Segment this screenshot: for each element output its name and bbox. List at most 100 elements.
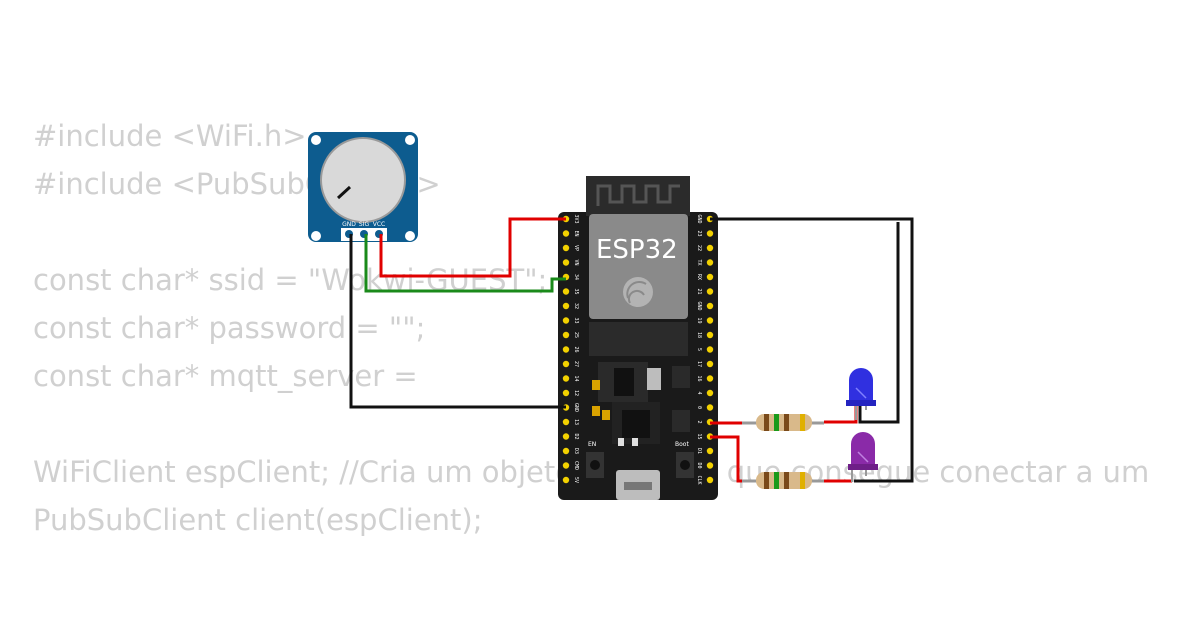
pin-label: 27 — [573, 361, 579, 367]
pin-label: 4 — [696, 391, 702, 394]
pin[interactable] — [706, 346, 714, 353]
pin-label: 21 — [696, 288, 702, 294]
pin[interactable] — [706, 360, 714, 368]
pin[interactable] — [562, 389, 570, 397]
pin-label: 3V3 — [573, 214, 579, 223]
pin[interactable] — [706, 331, 714, 339]
pin-label: 14 — [573, 375, 579, 381]
pot-pin-label: VCC — [373, 221, 385, 228]
pin-label: VP — [573, 245, 579, 251]
pot-pin-label: SIG — [359, 221, 370, 228]
wires — [349, 217, 914, 483]
pin-label: 0 — [696, 406, 702, 409]
pin-label: D1 — [696, 448, 702, 454]
pin-label: GND — [696, 301, 702, 310]
pin[interactable] — [706, 230, 714, 237]
pin-label: 33 — [573, 317, 579, 323]
wire-gnd-pot — [349, 234, 566, 409]
pin-label: RX — [696, 274, 702, 280]
pin[interactable] — [706, 302, 714, 310]
code-line: PubSubClient client(espClient); — [33, 503, 483, 537]
pin[interactable] — [706, 476, 714, 484]
pin[interactable] — [562, 346, 570, 353]
wire-vcc — [379, 217, 566, 278]
pin[interactable] — [562, 244, 570, 252]
pin[interactable] — [706, 288, 714, 295]
pin[interactable] — [706, 447, 714, 455]
code-line: const char* password = ""; — [33, 311, 426, 345]
pin-label: D0 — [696, 462, 702, 468]
pin-label: 34 — [573, 274, 579, 280]
pin-label: D3 — [573, 448, 579, 454]
pin[interactable] — [562, 447, 570, 455]
pin[interactable] — [562, 288, 570, 295]
pin[interactable] — [706, 259, 714, 266]
pin-label: 22 — [696, 245, 702, 251]
code-line: const char* mqtt_server = — [33, 359, 427, 393]
pin-label: 25 — [573, 332, 579, 338]
resistor-1[interactable] — [742, 414, 824, 431]
pin-label: 15 — [696, 433, 702, 439]
pin-label: 13 — [573, 419, 579, 425]
pin-label: 26 — [573, 346, 579, 352]
wire-sig — [364, 234, 566, 293]
pin-label: CLK — [696, 475, 702, 484]
pin-label: 5V — [573, 477, 579, 483]
wire-gnd-right — [710, 217, 914, 483]
pin[interactable] — [562, 418, 570, 426]
pin-label: GND — [573, 403, 579, 412]
espressif-logo-icon — [623, 277, 653, 307]
pot-pin-label: GND — [342, 221, 356, 228]
pin[interactable] — [562, 360, 570, 368]
wire-gnd-led1 — [858, 222, 900, 424]
pin[interactable] — [562, 476, 570, 484]
pin[interactable] — [706, 317, 714, 324]
pin[interactable] — [562, 317, 570, 324]
led-purple[interactable] — [848, 432, 878, 482]
esp32-label: ESP32 — [596, 235, 678, 265]
pin[interactable] — [562, 331, 570, 339]
pin-label: 2 — [696, 420, 702, 423]
pin-label: GND — [696, 214, 702, 223]
pin-label: CMD — [573, 461, 579, 470]
pin[interactable] — [562, 375, 570, 382]
pin-label: 19 — [696, 317, 702, 323]
pin[interactable] — [706, 273, 714, 281]
pin-label: 18 — [696, 332, 702, 338]
pin[interactable] — [706, 375, 714, 382]
pin[interactable] — [706, 389, 714, 397]
pin-label: 16 — [696, 375, 702, 381]
pin-label: 12 — [573, 390, 579, 396]
knob-icon[interactable] — [320, 137, 406, 223]
pin-label: 35 — [573, 288, 579, 294]
code-line: const char* ssid = "Wokwi-GUEST"; — [33, 263, 548, 297]
pin[interactable] — [706, 462, 714, 469]
pin-label: VN — [573, 259, 579, 265]
resistor-2[interactable] — [742, 472, 824, 489]
pin[interactable] — [562, 433, 570, 440]
pin-label: 5 — [696, 348, 702, 351]
wire-pin15 — [710, 435, 742, 483]
pin[interactable] — [562, 259, 570, 266]
pin[interactable] — [562, 462, 570, 469]
pin-label: TX — [696, 259, 702, 265]
en-label: EN — [588, 441, 596, 448]
pin-label: EN — [573, 230, 579, 236]
pin-label: 32 — [573, 303, 579, 309]
pin[interactable] — [562, 230, 570, 237]
pin-label: D2 — [573, 433, 579, 439]
code-line: #include <WiFi.h> — [33, 119, 307, 153]
boot-label: Boot — [675, 441, 689, 448]
pin-label: 23 — [696, 230, 702, 236]
pin[interactable] — [706, 404, 714, 411]
pin[interactable] — [562, 302, 570, 310]
esp32-board[interactable]: ESP32 EN Boot 3V3ENVPVN34353233252627141… — [558, 176, 718, 500]
led-blue[interactable] — [846, 368, 876, 420]
pin[interactable] — [706, 244, 714, 252]
pin-label: 17 — [696, 361, 702, 367]
